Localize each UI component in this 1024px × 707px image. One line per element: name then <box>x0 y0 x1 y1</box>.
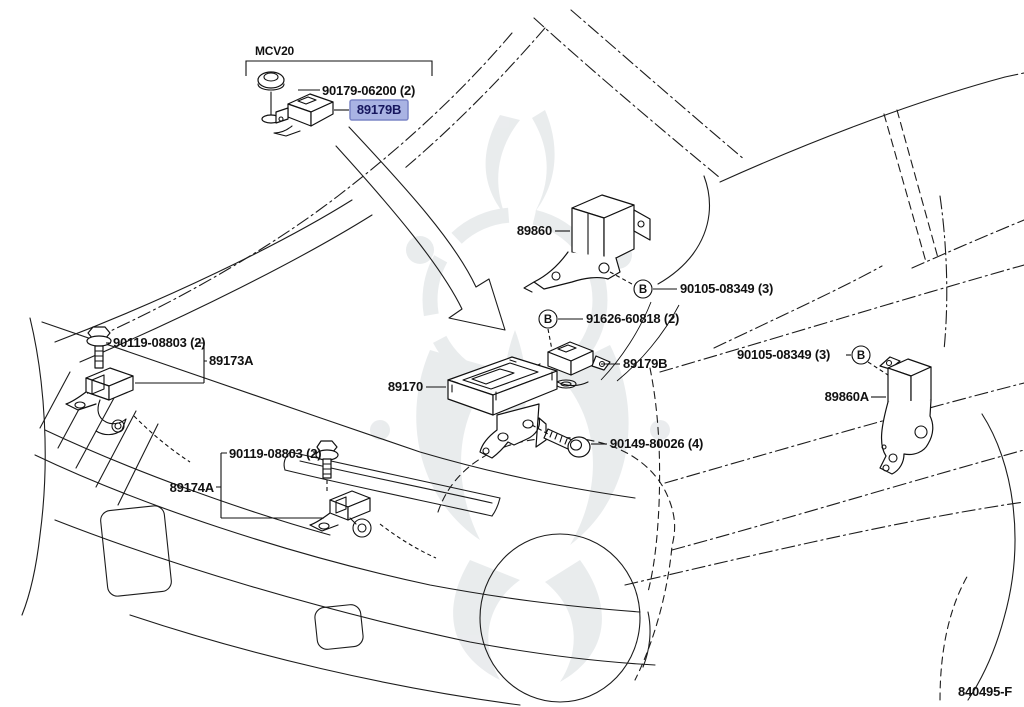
fastener-letter: B <box>857 350 865 362</box>
part-label-90119-08803-mid[interactable]: 90119-08803 (2) <box>229 446 322 461</box>
airbag-sensor-assembly-89170-drawing <box>447 356 558 459</box>
part-label-90105-08349-rear[interactable]: 90105-08349 (3) <box>737 347 830 362</box>
model-code-label: MCV20 <box>255 44 295 58</box>
fastener-symbol-b-front: B <box>633 279 653 299</box>
part-label-89170[interactable]: 89170 <box>388 379 423 394</box>
fastener-symbol-b-rear: B <box>851 345 871 365</box>
figure-code-label: 840495-F <box>958 684 1012 699</box>
part-label-89179b-selected[interactable]: 89179B <box>357 102 402 117</box>
screw-90149-drawing <box>543 428 591 458</box>
fastener-letter: B <box>544 314 552 326</box>
part-label-90149-80026[interactable]: 90149-80026 (4) <box>610 436 703 451</box>
part-label-89174a[interactable]: 89174A <box>170 480 215 495</box>
part-label-91626-60818[interactable]: 91626-60818 (2) <box>586 311 679 326</box>
front-bracket-89173a-drawing <box>65 326 134 436</box>
part-label-89860a[interactable]: 89860A <box>825 389 870 404</box>
part-label-90119-08803-left[interactable]: 90119-08803 (2) <box>113 335 206 350</box>
fastener-symbol-b-center: B <box>538 309 558 329</box>
part-label-89860[interactable]: 89860 <box>517 223 552 238</box>
selection-arrow <box>335 126 506 331</box>
car-body-outline <box>21 9 1024 706</box>
callout-lines <box>106 60 889 559</box>
fastener-letter: B <box>639 284 647 296</box>
front-sensor-89179b-top-drawing <box>273 93 334 137</box>
front-bracket-89174a-drawing <box>309 440 372 538</box>
selected-part-highlight[interactable] <box>349 99 409 121</box>
side-sensor-89860-drawing <box>523 194 651 293</box>
part-label-89179b-center[interactable]: 89179B <box>623 356 668 371</box>
part-label-90105-08349-front[interactable]: 90105-08349 (3) <box>680 281 773 296</box>
part-label-89173a[interactable]: 89173A <box>209 353 254 368</box>
part-label-90179-06200[interactable]: 90179-06200 (2) <box>322 83 415 98</box>
selected-part-callout[interactable]: 89179B <box>349 99 409 121</box>
model-scope-bracket <box>245 60 433 76</box>
side-sensor-89860a-drawing <box>879 356 934 475</box>
